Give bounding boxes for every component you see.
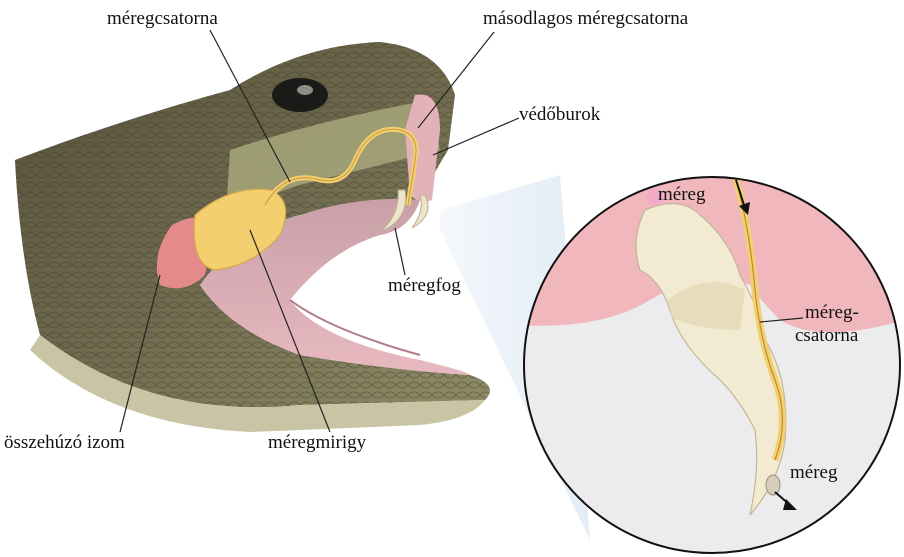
label-venom-top: méreg	[658, 184, 705, 206]
label-secondary-venom-duct: másodlagos méregcsatorna	[483, 8, 688, 30]
label-venom-duct: méregcsatorna	[107, 8, 218, 30]
inset-magnification	[520, 175, 904, 553]
label-venom-gland: méregmirigy	[268, 432, 366, 454]
label-venom-bottom: méreg	[790, 462, 837, 484]
label-inset-duct-line1: méreg-	[805, 302, 859, 324]
label-inset-duct-line2: csatorna	[795, 325, 858, 347]
label-compressor-muscle: összehúzó izom	[4, 432, 125, 454]
label-sheath: védőburok	[519, 104, 600, 126]
eye	[272, 78, 328, 112]
label-fang: méregfog	[388, 275, 461, 297]
